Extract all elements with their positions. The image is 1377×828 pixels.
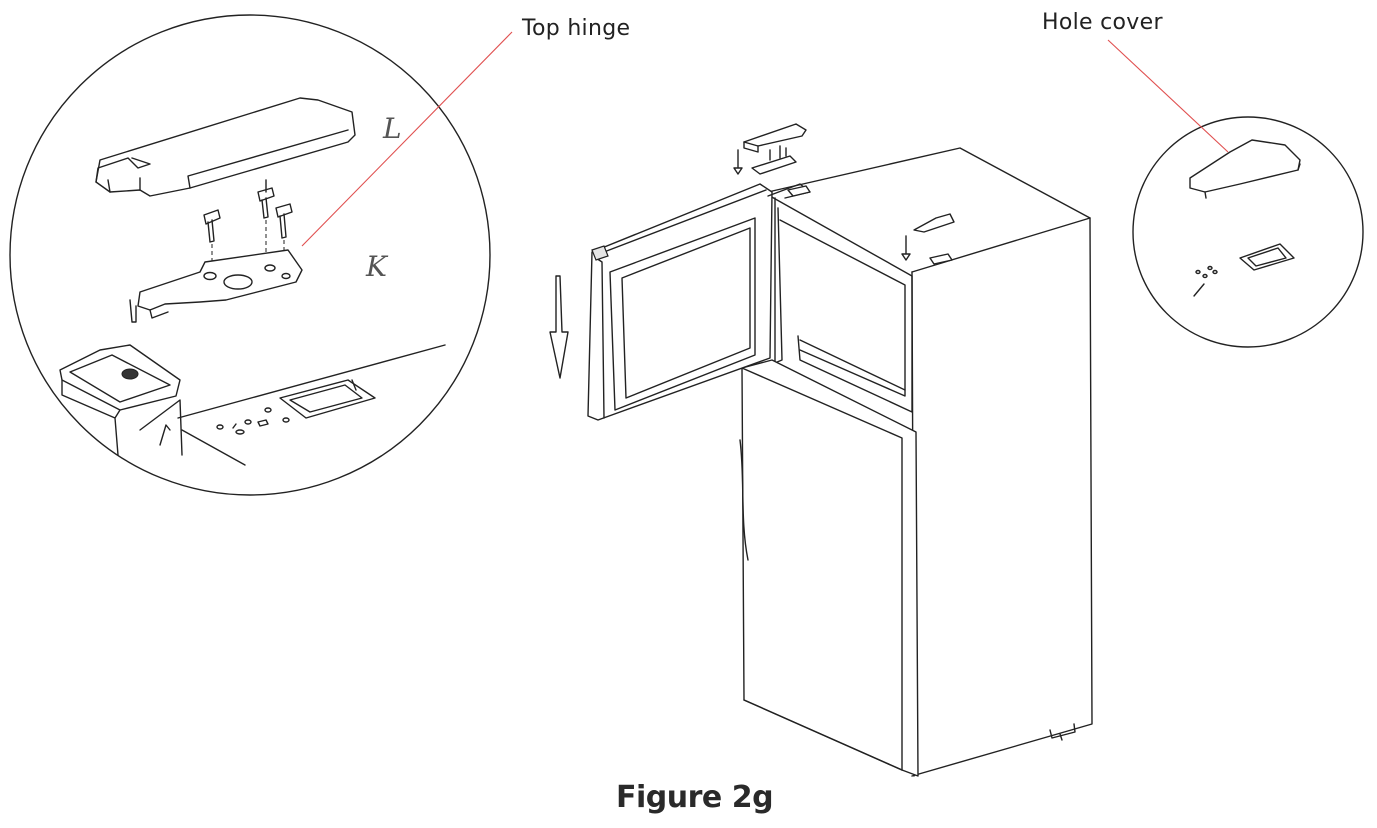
hole-cover-detail-circle bbox=[1132, 116, 1364, 348]
figure-caption: Figure 2g bbox=[616, 780, 774, 815]
down-arrow bbox=[549, 275, 569, 379]
screw-1 bbox=[203, 209, 221, 243]
top-hinge-leader bbox=[301, 31, 513, 247]
screw-2 bbox=[257, 187, 275, 219]
screw-3 bbox=[275, 203, 293, 239]
top-hinge-detail-circle bbox=[9, 14, 491, 496]
top-hinge-label: Top hinge bbox=[522, 16, 631, 41]
refrigerator bbox=[549, 123, 1093, 777]
hole-cover-leader bbox=[1107, 39, 1229, 153]
letter-l: L bbox=[383, 112, 402, 145]
letter-k: K bbox=[366, 250, 387, 283]
hole-cover-label: Hole cover bbox=[1042, 10, 1163, 35]
